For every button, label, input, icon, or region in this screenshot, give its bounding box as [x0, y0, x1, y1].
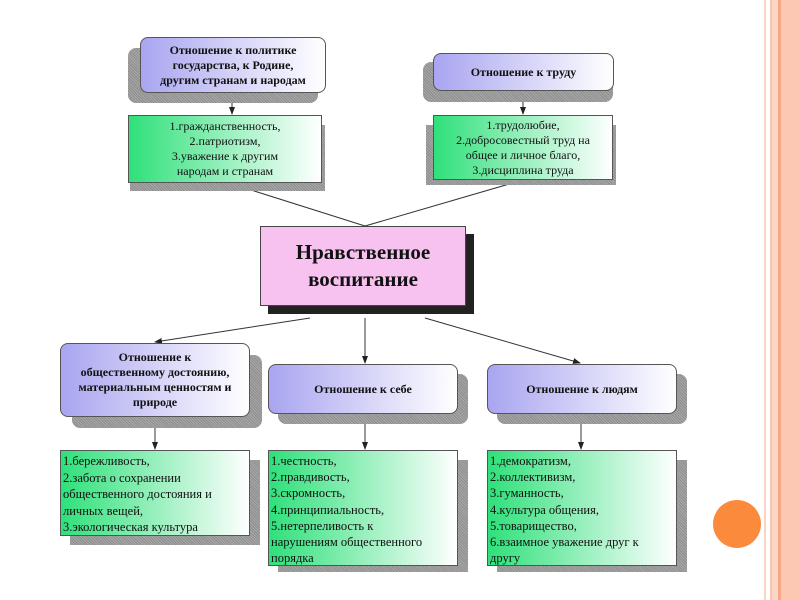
header-line: Отношение к труду — [470, 64, 577, 79]
list-item: 1.честность, — [271, 454, 337, 468]
list-item: 1.трудолюбие, — [486, 117, 560, 132]
list-item: нарушениям общественного — [271, 535, 423, 550]
header-line: другим странам и народам — [160, 72, 306, 87]
list-item: 1.гражданственность, — [169, 119, 281, 133]
property-list: 1.бережливость, 2.забота о сохранении обще… — [60, 450, 250, 536]
header-line: государства, к Родине, — [172, 57, 294, 72]
border-stripe — [778, 0, 781, 600]
border-stripe — [770, 0, 772, 600]
decorative-circle — [713, 500, 761, 548]
list-item: 1.демократизм, — [490, 454, 571, 468]
list-item: общее и личное благо, — [465, 147, 581, 162]
list-item: 2.коллективизм, — [490, 470, 576, 485]
list-item: 3.гуманность, — [490, 486, 564, 501]
list-item: 4.культура общения, — [490, 502, 599, 517]
header-line: природе — [132, 395, 178, 409]
title-line: воспитание — [308, 267, 418, 291]
list-item: 3.экологическая культура — [63, 520, 198, 534]
list-item: 2.правдивость, — [271, 470, 350, 485]
self-list: 1.честность, 2.правдивость,3.скромность,4… — [268, 450, 458, 566]
list-item: 6.взаимное уважение друг к — [490, 535, 639, 550]
list-item: 5.товарищество, — [490, 518, 577, 533]
list-item: 3.дисциплина труда — [472, 162, 574, 177]
border-stripe — [772, 0, 778, 600]
labor-header: Отношение к труду — [433, 53, 614, 91]
header-line: Отношение к себе — [314, 381, 412, 396]
header-line: общественному достоянию, — [80, 365, 230, 379]
list-item: 3.скромность, — [271, 486, 346, 501]
border-stripe — [781, 0, 800, 600]
list-item: народам и странам — [176, 164, 274, 178]
moral-education-title: Нравственное воспитание — [260, 226, 466, 306]
people-list: 1.демократизм, 2.коллективизм,3.гуманност… — [487, 450, 677, 566]
list-item: общественного достояния и — [63, 487, 212, 501]
people-header: Отношение к людям — [487, 364, 677, 414]
list-item: 1.бережливость, — [63, 454, 150, 468]
header-line: Отношение к политике — [169, 42, 297, 57]
list-item: личных вещей, — [63, 503, 144, 518]
header-line: материальным ценностям и — [78, 380, 232, 394]
header-line: Отношение к — [118, 350, 192, 364]
header-line: Отношение к людям — [526, 381, 638, 396]
title-line: Нравственное — [295, 240, 431, 264]
border-stripe — [764, 0, 766, 600]
list-item: другу — [490, 551, 521, 566]
list-item: 2.добросовестный труд на — [456, 132, 590, 147]
list-item: порядка — [271, 551, 314, 566]
self-header: Отношение к себе — [268, 364, 458, 414]
list-item: 5.нетерпеливость к — [271, 518, 374, 533]
list-item: 2.забота о сохранении — [63, 470, 181, 485]
list-item: 2.патриотизм, — [189, 134, 261, 148]
list-item: 3.уважение к другим — [171, 149, 279, 163]
politics-list: 1.гражданственность,2.патриотизм,3.уваже… — [128, 115, 322, 183]
list-item: 4.принципиальность, — [271, 502, 385, 517]
